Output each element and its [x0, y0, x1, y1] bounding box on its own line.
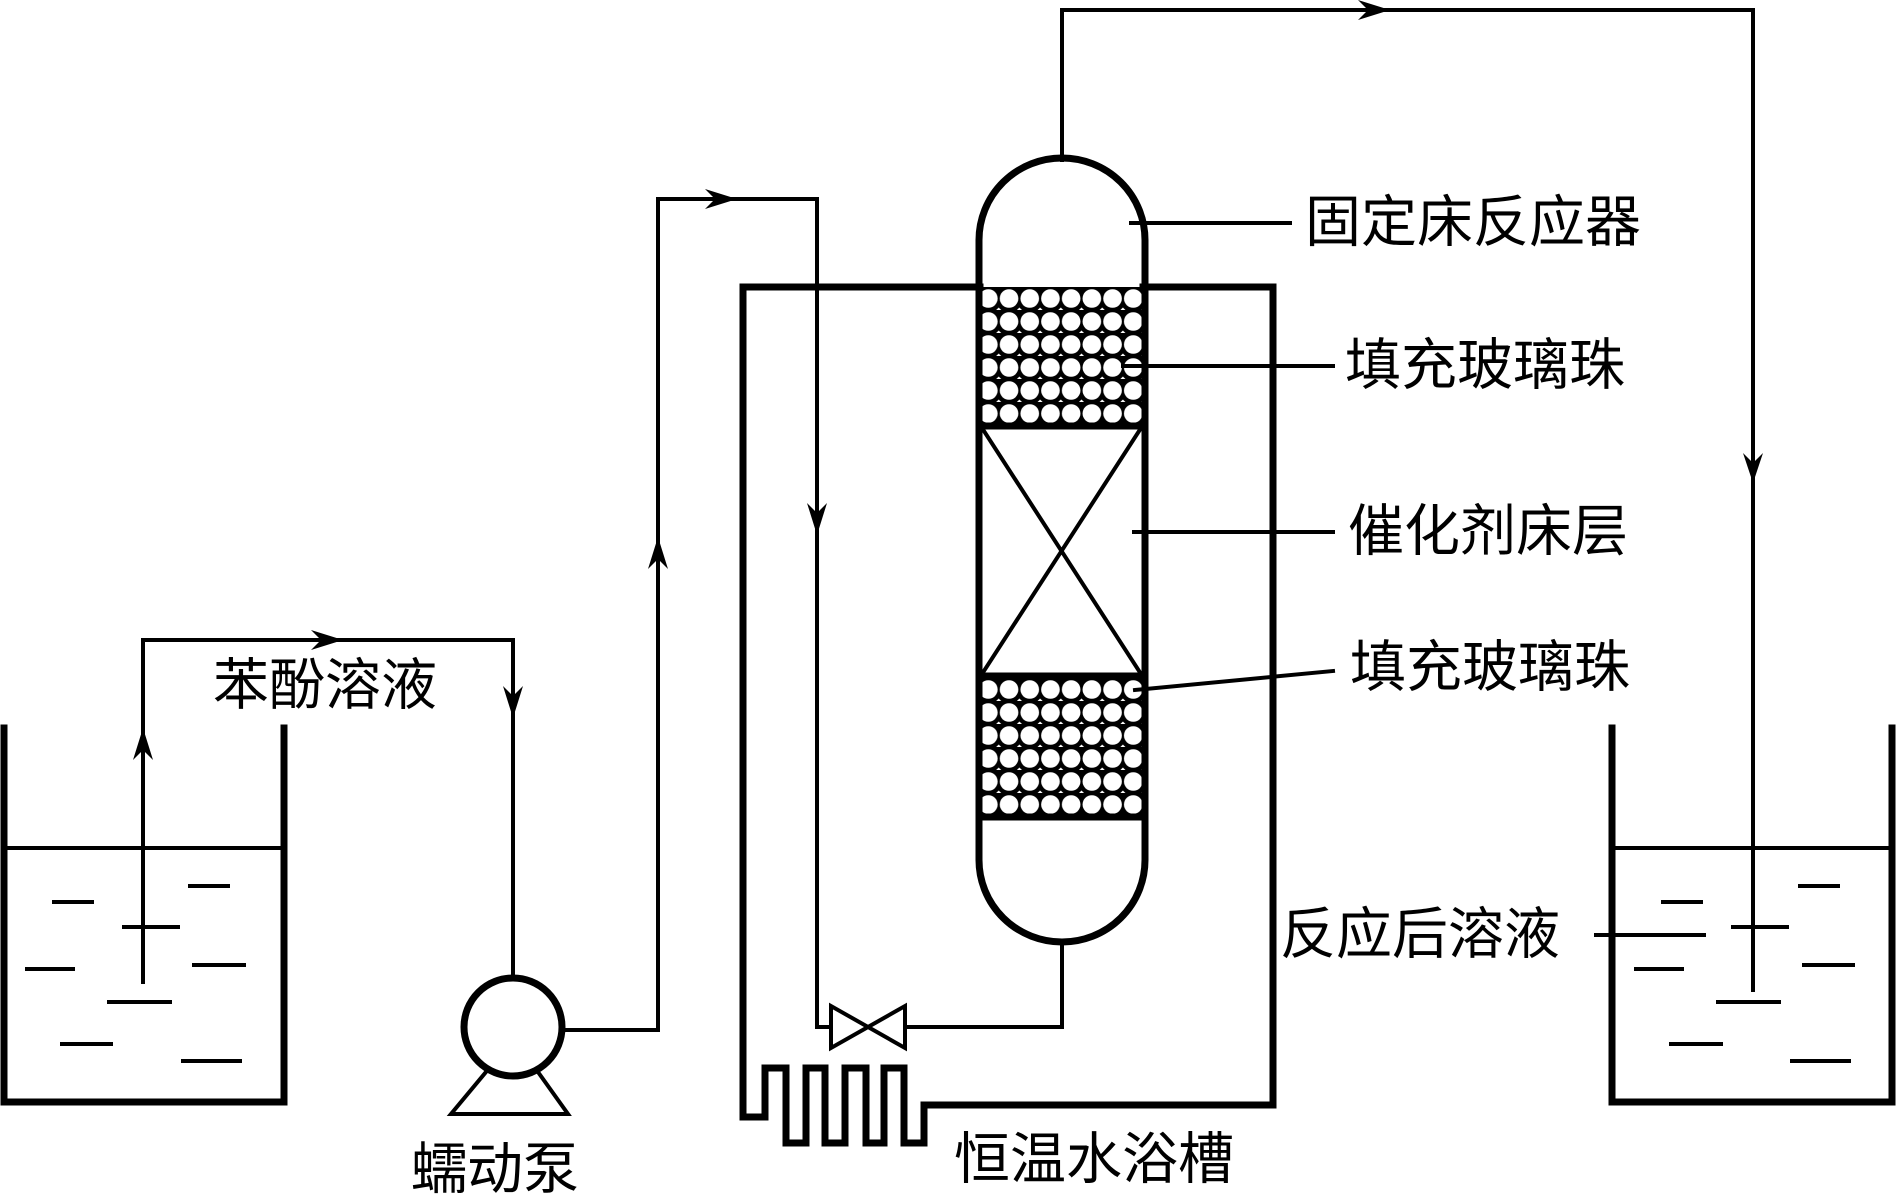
catalyst-cross	[979, 425, 1144, 677]
glass-beads-top	[980, 287, 1143, 426]
valve-icon	[829, 1002, 907, 1052]
reactor-shell	[975, 154, 1149, 946]
pump-stand	[446, 1069, 572, 1116]
water-bath-walls	[739, 283, 1277, 1147]
arrow-right-icon	[1358, 0, 1390, 20]
arrow-right-icon	[311, 630, 343, 650]
pump-label: 蠕动泵	[411, 1138, 579, 1201]
fixed-bed-reactor	[975, 154, 1149, 946]
peristaltic-pump	[446, 974, 572, 1116]
water-bath-label: 恒温水浴槽	[954, 1128, 1234, 1193]
arrow-right-icon	[705, 189, 737, 209]
arrow-up-icon	[648, 537, 668, 569]
arrow-down-icon	[503, 686, 523, 718]
feed-solution-label: 苯酚溶液	[213, 654, 437, 719]
feed-tank	[0, 724, 288, 1106]
glass-beads-bottom	[980, 676, 1143, 817]
pump-body	[460, 974, 566, 1080]
catalyst-bed-label: 催化剂床层	[1348, 500, 1628, 565]
reactor-label: 固定床反应器	[1305, 191, 1641, 256]
product-tank-walls	[1608, 724, 1896, 1106]
feed-tank-walls	[0, 724, 288, 1106]
valve-to-reactor-pipe	[903, 941, 1064, 1029]
feed-tank-liquid-dashes	[25, 884, 246, 1063]
pump-to-bath-pipe	[560, 197, 833, 1032]
reactor-outlet-pipe	[1060, 8, 1755, 992]
product-tank	[1608, 724, 1896, 1106]
valve	[829, 1002, 907, 1052]
glass-beads-bottom-label: 填充玻璃珠	[1350, 636, 1630, 701]
glass-beads-top-label: 填充玻璃珠	[1345, 334, 1625, 399]
arrow-down-icon	[807, 503, 827, 535]
product-solution-label: 反应后溶液	[1280, 903, 1560, 968]
arrow-up-icon	[133, 728, 153, 760]
water-bath	[739, 283, 1277, 1147]
glass-beads-bottom-leader-line	[1132, 668, 1336, 693]
arrow-down-icon	[1743, 453, 1763, 483]
product-tank-liquid-dashes	[1634, 884, 1855, 1063]
